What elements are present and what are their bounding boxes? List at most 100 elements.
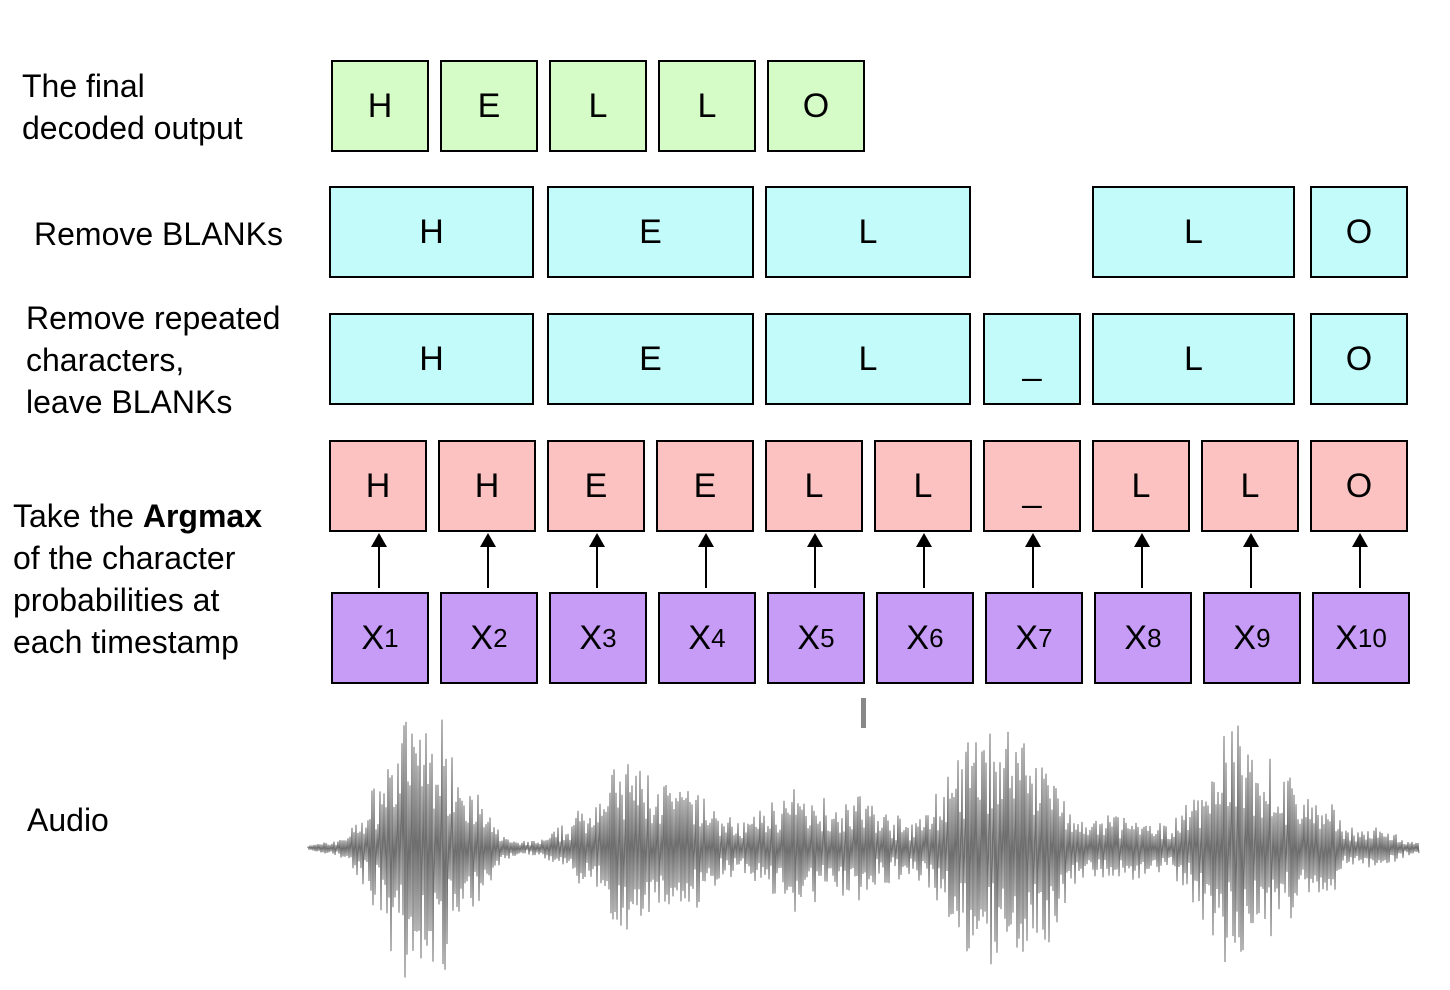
- timestep-symbol: X: [1335, 618, 1358, 657]
- remove-blanks-box: O: [1310, 186, 1408, 278]
- remove-blanks-label: Remove BLANKs: [34, 216, 283, 252]
- up-arrow-icon: [480, 533, 496, 588]
- remove-blanks-char: L: [858, 212, 878, 251]
- blank-token: _: [1022, 343, 1042, 382]
- timestep-index: 1: [384, 622, 399, 653]
- timestep-index: 7: [1038, 622, 1053, 653]
- up-arrow-icon: [1243, 533, 1259, 588]
- remove-repeated-label-line2: characters,: [26, 342, 185, 378]
- remove-blanks-box: L: [1092, 186, 1295, 278]
- argmax-box: L: [765, 440, 863, 532]
- timestep-symbol: X: [688, 618, 712, 657]
- waveform-strokes: [307, 698, 1420, 978]
- waveform-marker: [861, 698, 866, 728]
- remove-blanks-box: E: [547, 186, 754, 278]
- up-arrow-icon: [1134, 533, 1150, 588]
- blank-token: _: [1022, 470, 1042, 509]
- final-output-box: L: [658, 60, 756, 152]
- timestep-symbol: X: [1124, 618, 1148, 657]
- remove-repeated-char: L: [858, 339, 878, 378]
- remove-repeated-char: L: [1184, 339, 1203, 378]
- argmax-label-bold: Argmax: [142, 498, 263, 534]
- argmax-box: H: [438, 440, 536, 532]
- final-output-label: The final decoded output: [22, 65, 243, 149]
- argmax-box: E: [656, 440, 754, 532]
- argmax-box: L: [1092, 440, 1190, 532]
- remove-repeated-char: O: [1345, 339, 1373, 378]
- argmax-box: O: [1310, 440, 1408, 532]
- remove-repeated-char: H: [419, 339, 444, 378]
- remove-repeated-box: E: [547, 313, 754, 405]
- up-arrow-icon: [589, 533, 605, 588]
- argmax-char: O: [1345, 466, 1373, 505]
- remove-repeated-char: E: [639, 339, 662, 378]
- final-output-box: H: [331, 60, 429, 152]
- final-output-char: E: [477, 86, 501, 125]
- final-output-box: O: [767, 60, 865, 152]
- remove-repeated-box: O: [1310, 313, 1408, 405]
- argmax-char: E: [693, 466, 717, 505]
- argmax-char: L: [804, 466, 824, 505]
- argmax-label-line1: Take the Argmax: [13, 495, 262, 537]
- final-output-char: O: [802, 86, 830, 125]
- argmax-box: H: [329, 440, 427, 532]
- timestep-symbol: X: [579, 618, 603, 657]
- final-output-box: L: [549, 60, 647, 152]
- timestep-symbol: X: [470, 618, 494, 657]
- up-arrow-icon: [807, 533, 823, 588]
- remove-blanks-char: O: [1345, 212, 1373, 251]
- up-arrow-icon: [371, 533, 387, 588]
- up-arrow-icon: [1352, 533, 1368, 588]
- timestep-index: 8: [1147, 622, 1162, 653]
- timestep-index: 4: [711, 622, 726, 653]
- timestep-symbol: X: [797, 618, 821, 657]
- up-arrow-icon: [1025, 533, 1041, 588]
- remove-repeated-box: H: [329, 313, 534, 405]
- remove-blanks-char: E: [639, 212, 662, 251]
- argmax-box: L: [1201, 440, 1299, 532]
- waveform-trace: [307, 719, 1420, 978]
- remove-repeated-label-line3: leave BLANKs: [26, 384, 233, 420]
- timestep-index: 2: [493, 622, 508, 653]
- timestep-index: 9: [1256, 622, 1271, 653]
- timestep-index: 10: [1357, 622, 1387, 653]
- timestep-index: 5: [820, 622, 835, 653]
- final-output-char: L: [588, 86, 608, 125]
- up-arrow-icon: [698, 533, 714, 588]
- remove-repeated-blank-box: _: [983, 313, 1081, 405]
- remove-repeated-box: L: [765, 313, 971, 405]
- final-output-char: H: [367, 86, 393, 125]
- argmax-label-line4: each timestamp: [13, 624, 239, 660]
- argmax-char: L: [1240, 466, 1260, 505]
- final-output-label-line1: The final: [22, 68, 145, 104]
- remove-repeated-label-line1: Remove repeated: [26, 300, 281, 336]
- timestep-index: 6: [929, 622, 944, 653]
- argmax-label-line2: of the character: [13, 540, 236, 576]
- argmax-box: E: [547, 440, 645, 532]
- remove-blanks-box: L: [765, 186, 971, 278]
- argmax-char: L: [1131, 466, 1151, 505]
- remove-blanks-char: L: [1184, 212, 1203, 251]
- final-output-box: E: [440, 60, 538, 152]
- remove-blanks-box: H: [329, 186, 534, 278]
- argmax-box: L: [874, 440, 972, 532]
- argmax-char: L: [913, 466, 933, 505]
- remove-repeated-label: Remove repeated characters, leave BLANKs: [26, 297, 280, 423]
- argmax-label: Take the Argmax of the character probabi…: [13, 495, 262, 663]
- timestep-symbol: X: [1015, 618, 1039, 657]
- timestep-index: 3: [602, 622, 617, 653]
- timestep-symbol: X: [906, 618, 930, 657]
- remove-repeated-box: L: [1092, 313, 1295, 405]
- up-arrow-icon: [916, 533, 932, 588]
- argmax-label-line3: probabilities at: [13, 582, 220, 618]
- argmax-char: E: [584, 466, 608, 505]
- remove-blanks-char: H: [419, 212, 444, 251]
